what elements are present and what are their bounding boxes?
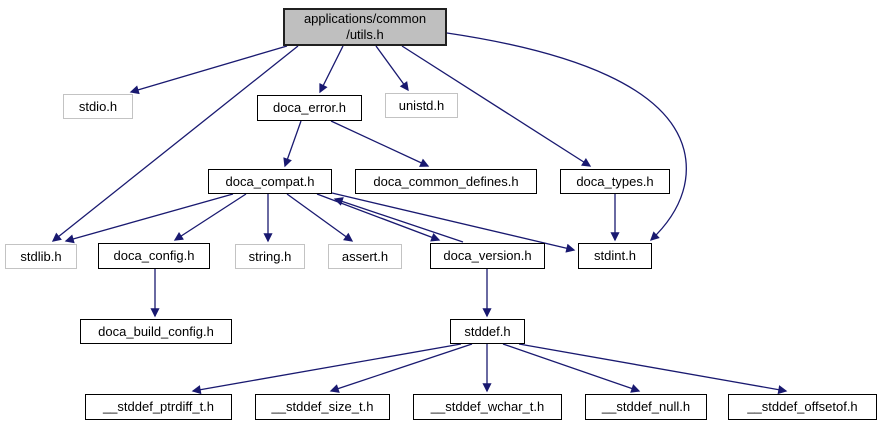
graph-node-stddef[interactable]: stddef.h <box>450 319 525 344</box>
node-label: __stddef_size_t.h <box>271 399 374 415</box>
node-label: doca_compat.h <box>225 173 315 189</box>
edge-doca_version-doca_compat <box>333 197 464 243</box>
graph-node-stddef_wchar[interactable]: __stddef_wchar_t.h <box>413 394 562 420</box>
edge-utils-stdint <box>446 32 687 241</box>
graph-node-stddef_offsetof[interactable]: __stddef_offsetof.h <box>728 394 877 420</box>
graph-node-string: string.h <box>235 244 305 269</box>
graph-node-stddef_null[interactable]: __stddef_null.h <box>585 394 707 420</box>
graph-node-doca_config[interactable]: doca_config.h <box>98 243 210 269</box>
node-label: doca_version.h <box>443 248 532 264</box>
edge-utils-stdio <box>129 45 288 95</box>
graph-node-utils: applications/common /utils.h <box>283 8 447 46</box>
edge-doca_compat-doca_config <box>173 193 247 241</box>
graph-node-doca_build_config[interactable]: doca_build_config.h <box>80 319 232 344</box>
node-label: __stddef_null.h <box>601 399 691 415</box>
node-label: __stddef_offsetof.h <box>747 399 858 415</box>
node-label: stdio.h <box>78 98 118 114</box>
node-label: __stddef_wchar_t.h <box>430 399 545 415</box>
edge-stddef-stddef_offsetof <box>518 343 788 395</box>
edge-stddef-stddef_ptrdiff <box>191 343 462 395</box>
edge-doca_compat-stdlib <box>64 193 234 244</box>
edge-doca_error-doca_compat <box>283 120 302 168</box>
edge-stddef-stddef_null <box>502 343 641 393</box>
graph-node-stdio: stdio.h <box>63 94 133 119</box>
node-label: stddef.h <box>464 323 511 339</box>
graph-node-unistd: unistd.h <box>385 93 458 118</box>
edge-doca_compat-assert <box>286 193 354 242</box>
edge-utils-doca_error <box>319 45 344 94</box>
node-label: doca_build_config.h <box>98 323 214 339</box>
node-label: string.h <box>248 248 292 264</box>
node-label: stdint.h <box>594 248 636 264</box>
graph-node-assert: assert.h <box>328 244 402 269</box>
graph-node-doca_compat[interactable]: doca_compat.h <box>208 169 332 194</box>
graph-node-stddef_ptrdiff[interactable]: __stddef_ptrdiff_t.h <box>85 394 232 420</box>
edge-doca_compat-stdint <box>331 192 576 253</box>
edge-doca_error-doca_common_defines <box>330 120 430 167</box>
node-label: stdlib.h <box>20 248 62 264</box>
graph-node-doca_types[interactable]: doca_types.h <box>560 169 670 194</box>
node-label: doca_config.h <box>113 248 195 264</box>
node-label: applications/common /utils.h <box>303 11 427 42</box>
graph-node-stdint[interactable]: stdint.h <box>578 243 652 269</box>
node-label: doca_error.h <box>273 100 346 116</box>
node-label: unistd.h <box>398 97 445 113</box>
node-label: __stddef_ptrdiff_t.h <box>102 399 215 415</box>
graph-node-doca_error[interactable]: doca_error.h <box>257 95 362 121</box>
graph-node-stdlib: stdlib.h <box>5 244 77 269</box>
edge-stddef-stddef_size <box>329 343 473 393</box>
edge-utils-unistd <box>375 45 409 92</box>
graph-node-doca_common_defines[interactable]: doca_common_defines.h <box>355 169 537 194</box>
node-label: assert.h <box>341 248 389 264</box>
edge-utils-doca_types <box>401 45 592 167</box>
node-label: doca_types.h <box>576 173 654 189</box>
graph-node-doca_version[interactable]: doca_version.h <box>430 243 545 269</box>
edge-doca_compat-doca_version <box>316 193 441 242</box>
graph-node-stddef_size[interactable]: __stddef_size_t.h <box>255 394 390 420</box>
node-label: doca_common_defines.h <box>373 173 519 189</box>
edge-utils-stdlib <box>51 45 299 242</box>
